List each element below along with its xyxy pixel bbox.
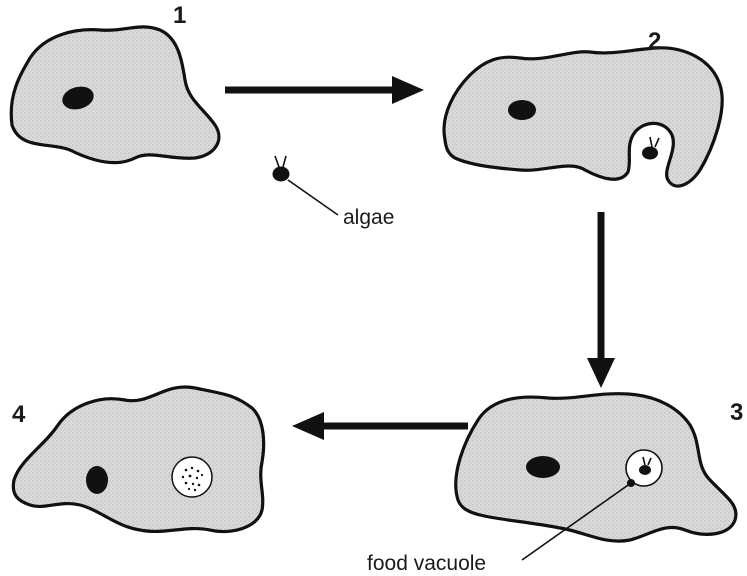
step-number-1: 1 bbox=[173, 2, 186, 29]
algae-flagella bbox=[275, 156, 286, 167]
arrow-3-to-4 bbox=[292, 412, 468, 440]
algae-leader-line bbox=[288, 180, 338, 215]
algae-label: algae bbox=[343, 206, 394, 229]
amoeba-2-algae-flagella bbox=[650, 137, 659, 147]
amoeba-stage-4 bbox=[13, 387, 263, 532]
arrow-1-to-2 bbox=[225, 76, 424, 104]
free-algae: algae bbox=[273, 156, 395, 229]
algae-cell bbox=[273, 167, 290, 182]
amoeba-stage-3 bbox=[456, 394, 736, 541]
step-number-3: 3 bbox=[730, 399, 743, 426]
amoeba-2-engulfed-algae bbox=[642, 147, 658, 160]
step-number-4: 4 bbox=[12, 401, 26, 428]
amoeba-3-vacuole-algae bbox=[639, 465, 651, 475]
amoeba-4-nucleus bbox=[86, 466, 108, 494]
arrow-left-head bbox=[292, 412, 324, 440]
amoeba-1-cell-membrane bbox=[11, 27, 219, 163]
food-vacuole-label: food vacuole bbox=[367, 552, 486, 575]
amoeba-stage-1 bbox=[11, 27, 219, 163]
arrow-right-head bbox=[392, 76, 424, 104]
amoeba-2-cell-membrane bbox=[444, 48, 722, 186]
amoeba-stage-2 bbox=[444, 48, 722, 186]
amoeba-4-digesting-vacuole bbox=[172, 457, 212, 497]
arrow-down-head bbox=[587, 358, 615, 388]
amoeba-3-nucleus bbox=[526, 456, 560, 478]
amoeba-2-nucleus bbox=[508, 100, 536, 120]
arrow-2-to-3 bbox=[587, 212, 615, 388]
amoeba-4-cell-membrane bbox=[13, 387, 263, 532]
amoeba-3-cell-membrane bbox=[456, 394, 736, 541]
step-number-2: 2 bbox=[648, 28, 661, 55]
